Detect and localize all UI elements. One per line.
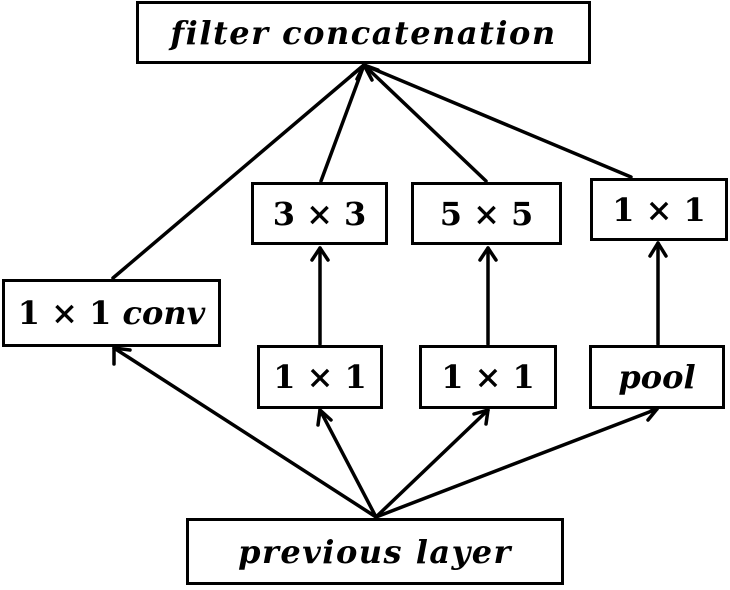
reduce-1x1-for-3x3-box: 1 × 1 [257,345,383,409]
conv-1x1-after-pool-box: 1 × 1 [590,178,728,241]
filter-concatenation-label: filter concatenation [170,13,557,52]
arrow-1x1-to-5x5 [478,246,498,346]
arrow-1x1-pool-branch-to-filter-concatenation [362,63,633,179]
pool-label: pool [618,358,696,396]
conv-5x5-box: 5 × 5 [411,182,562,245]
arrow-5x5-to-filter-concatenation [362,63,488,183]
arrow-previous-layer-to-pool [374,404,659,519]
arrow-previous-layer-to-1x1-reduce-b [374,408,490,519]
conv-3x3-box: 3 × 3 [251,182,388,245]
conv-1x1-word-label: conv [122,294,206,332]
pool-box: pool [589,345,725,409]
arrow-3x3-to-filter-concatenation [319,63,366,183]
arrow-1x1-conv-to-filter-concatenation [111,63,366,280]
conv-1x1-size-label: 1 × 1 [17,294,112,332]
conv-1x1-box: 1 × 1 conv [2,279,221,347]
conv-5x5-label: 5 × 5 [439,194,534,233]
conv-3x3-label: 3 × 3 [272,194,367,233]
reduce-1x1-for-3x3-label: 1 × 1 [273,358,367,396]
previous-layer-label: previous layer [238,532,512,571]
reduce-1x1-for-5x5-box: 1 × 1 [419,345,557,409]
arrow-1x1-to-3x3 [310,246,330,346]
arrowhead-filter-concatenation [350,63,380,82]
previous-layer-box: previous layer [186,518,564,585]
arrow-previous-layer-to-1x1-conv [112,346,378,519]
reduce-1x1-for-5x5-label: 1 × 1 [441,358,535,396]
arrow-pool-to-1x1 [648,241,668,346]
filter-concatenation-box: filter concatenation [136,1,591,64]
arrow-previous-layer-to-1x1-reduce-a [316,408,378,519]
conv-1x1-after-pool-label: 1 × 1 [612,190,706,229]
